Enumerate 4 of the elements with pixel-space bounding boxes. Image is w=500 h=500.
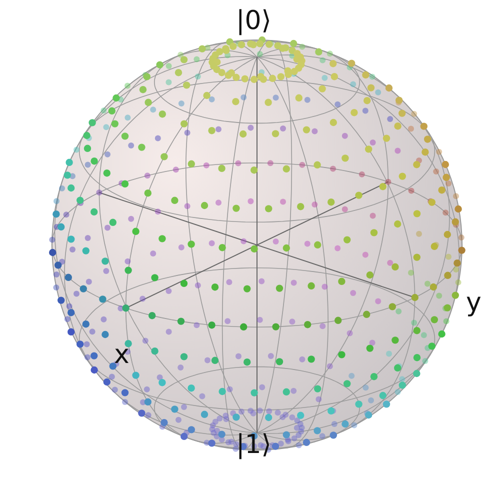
axis-label: x (114, 342, 130, 368)
axis-label: y (466, 290, 482, 316)
state-label: |1⟩ (236, 432, 272, 458)
state-label: |0⟩ (236, 8, 272, 34)
